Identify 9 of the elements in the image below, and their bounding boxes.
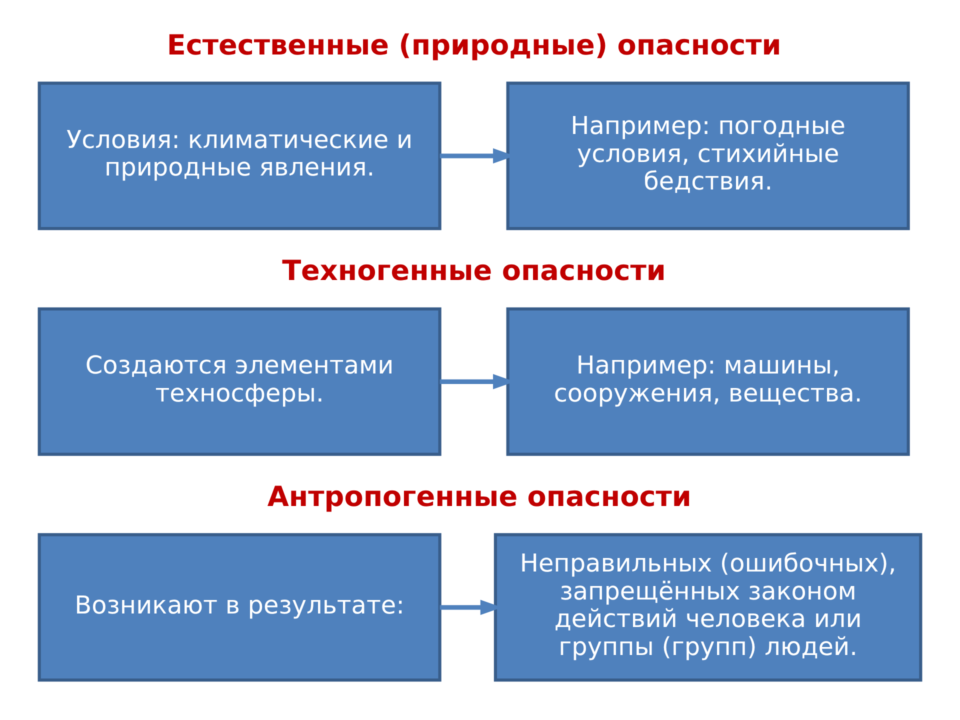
label: Техногенные опасности <box>282 254 666 288</box>
node-box: Возникают в результате: <box>38 533 442 682</box>
node-box: Например: машины, сооружения, вещества. <box>506 307 910 456</box>
label: Антропогенные опасности <box>267 480 692 513</box>
node-box: Например: погодные условия, стихийные бедствия. <box>506 82 910 230</box>
label: Естественные (природные) опасности <box>166 28 782 62</box>
node-box: Неправильных (ошибочных), запрещённых законом действий человека или группы (групп) людей. <box>494 533 922 682</box>
node-box: Условия: климатические и природные явления. <box>38 82 442 230</box>
node-box: Создаются элементами техносферы. <box>38 307 442 456</box>
